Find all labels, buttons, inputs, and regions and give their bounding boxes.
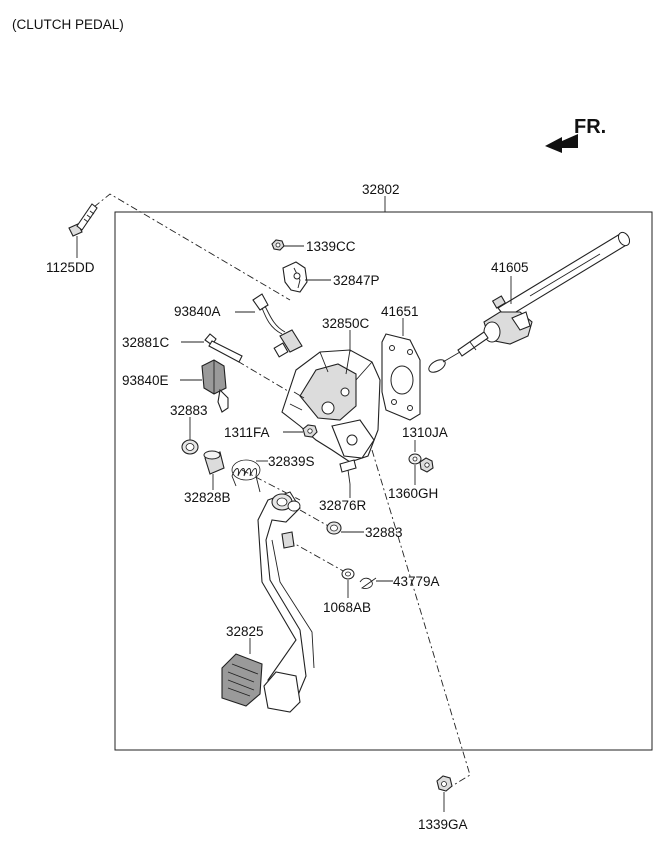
diagram-title: (CLUTCH PEDAL): [12, 17, 124, 32]
pedal-bracket-32850C-icon: [281, 349, 381, 463]
label-32876R: 32876R: [319, 498, 367, 513]
label-32839S: 32839S: [268, 454, 315, 469]
label-1125DD: 1125DD: [46, 260, 95, 275]
nut-1339CC-icon: [271, 239, 285, 251]
stopper-bracket-32847P-icon: [282, 261, 308, 293]
reference-line-1125DD: [93, 193, 291, 301]
pedal-pad-icon: [221, 653, 301, 713]
reference-line-pedal-pivot: [299, 509, 331, 528]
bolt-1125DD-icon: [68, 203, 98, 237]
label-32802: 32802: [362, 182, 400, 197]
label-32881C: 32881C: [122, 335, 170, 350]
bolt-32876R-icon: [339, 459, 357, 485]
label-32883-upper: 32883: [170, 403, 208, 418]
bushing-32883-lower-icon: [326, 521, 342, 535]
label-93840A: 93840A: [174, 304, 221, 319]
spring-32839S-icon: [231, 459, 261, 493]
collar-32828B-icon: [203, 450, 225, 475]
label-1339CC: 1339CC: [306, 239, 356, 254]
label-1068AB: 1068AB: [323, 600, 371, 615]
reference-line-spring: [241, 469, 301, 501]
nut-1339GA-icon: [436, 775, 453, 792]
label-93840E: 93840E: [122, 373, 169, 388]
washer-1068AB-icon: [341, 568, 355, 580]
label-41605: 41605: [491, 260, 529, 275]
nut-1310JA-icon: [419, 457, 434, 473]
gasket-plate-41651-icon: [381, 333, 421, 421]
washer-1360GH-icon: [408, 453, 422, 465]
label-41651: 41651: [381, 304, 419, 319]
reference-line-pedal-pin: [287, 539, 346, 573]
pedal-arm-32825-icon: [257, 491, 315, 701]
label-32883-lower: 32883: [365, 525, 403, 540]
label-1360GH: 1360GH: [388, 486, 438, 501]
label-32850C: 32850C: [322, 316, 370, 331]
bushing-32883-upper-icon: [181, 439, 199, 455]
sensor-93840E-icon: [201, 359, 229, 413]
label-1310JA: 1310JA: [402, 425, 448, 440]
leader-lines: [76, 196, 512, 812]
snap-pin-43779A-icon: [359, 577, 377, 589]
label-32825: 32825: [226, 624, 264, 639]
master-cylinder-41605-icon: [428, 231, 631, 373]
nut-1311FA-icon: [302, 424, 318, 438]
front-direction-arrow-icon: [545, 134, 578, 153]
pin-32881C-icon: [204, 333, 243, 363]
label-43779A: 43779A: [393, 574, 440, 589]
front-direction-label: FR.: [574, 116, 606, 138]
assembly-boundary-frame: [114, 211, 653, 751]
label-1311FA: 1311FA: [224, 425, 270, 440]
label-1339GA: 1339GA: [418, 817, 468, 832]
label-32847P: 32847P: [333, 273, 380, 288]
clutch-switch-93840A-icon: [252, 293, 303, 358]
label-32828B: 32828B: [184, 490, 231, 505]
